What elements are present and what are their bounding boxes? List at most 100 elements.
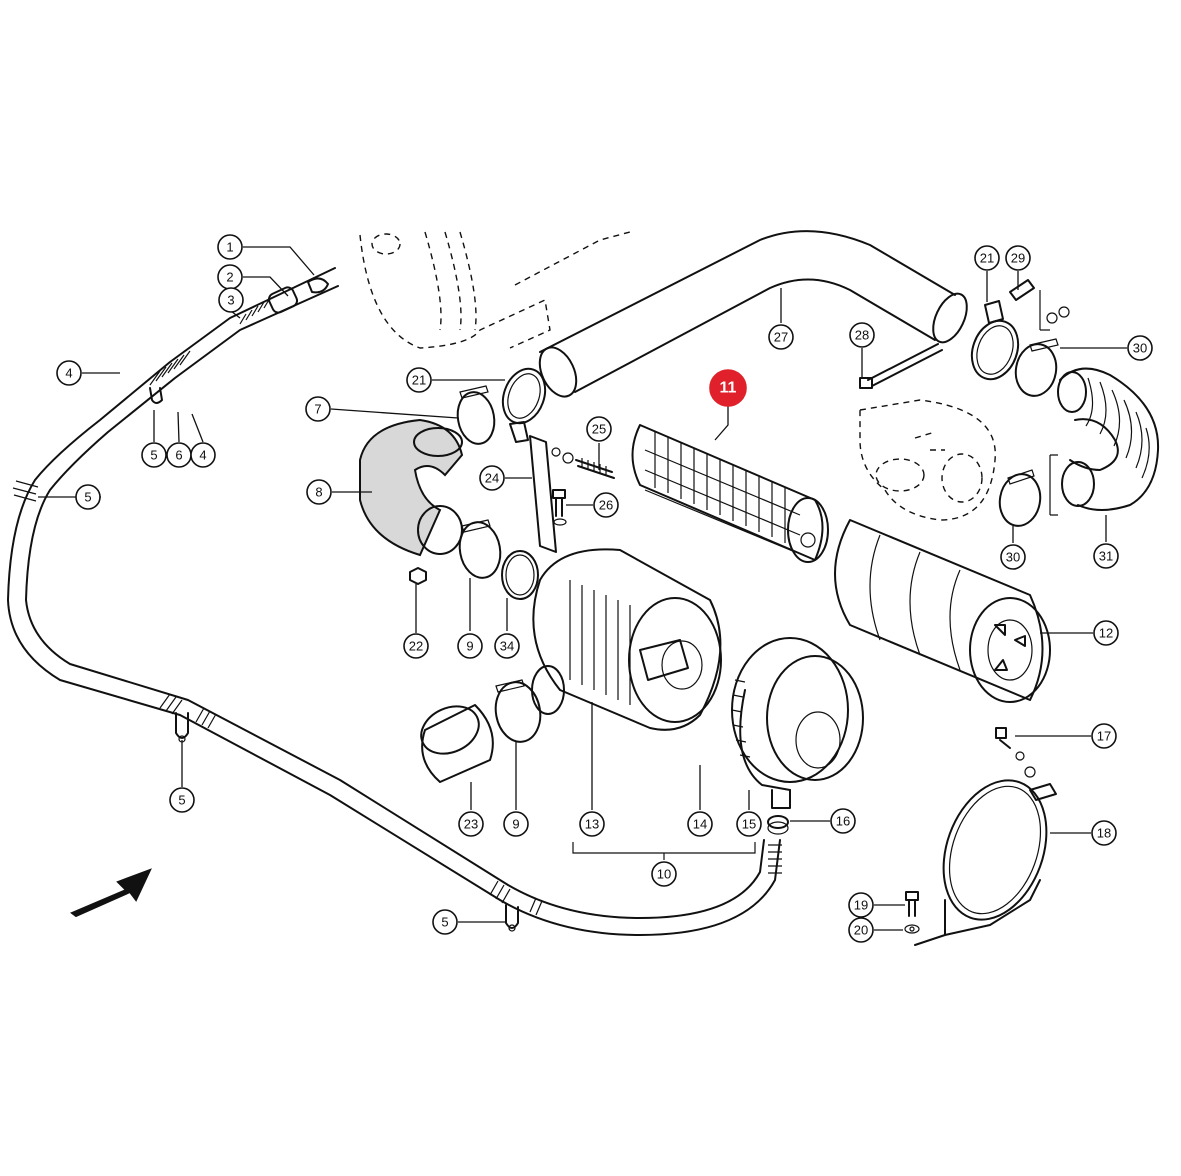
callout-label: 7 [314, 402, 321, 417]
callout-label: 16 [836, 814, 850, 829]
callout-label: 19 [854, 898, 868, 913]
clamp-9-lower [494, 665, 565, 743]
callout-circle [1005, 245, 1031, 271]
callout-circle [974, 245, 1000, 271]
inlet-pipe [359, 230, 968, 398]
callout-label: 21 [412, 373, 426, 388]
callout-circle [217, 234, 243, 260]
bolt-28 [859, 343, 943, 389]
callout-label: 25 [592, 422, 606, 437]
callout-circle [1127, 335, 1153, 361]
callout-21: 21 [974, 245, 1000, 271]
callout-circle [306, 479, 332, 505]
callout-circle [403, 633, 429, 659]
callout-34: 34 [494, 633, 520, 659]
callout-circle [169, 787, 195, 813]
callout-4: 4 [56, 360, 82, 386]
elbow-hose-8 [359, 418, 464, 557]
callout-circle [1093, 543, 1119, 569]
clamp-9-upper [458, 519, 502, 579]
callout-label: 13 [585, 817, 599, 832]
callout-5: 5 [169, 787, 195, 813]
callout-label: 17 [1097, 729, 1111, 744]
callout-13: 13 [579, 811, 605, 837]
callout-31: 31 [1093, 543, 1119, 569]
callout-circle [687, 811, 713, 837]
callout-label: 34 [500, 639, 514, 654]
callout-2: 2 [217, 264, 243, 290]
callout-26: 26 [593, 492, 619, 518]
callout-8: 8 [306, 479, 332, 505]
callout-5: 5 [75, 484, 101, 510]
ring-34 [501, 550, 539, 600]
callout-22: 22 [403, 633, 429, 659]
callout-label: 10 [657, 867, 671, 882]
callout-label: 9 [466, 639, 473, 654]
callout-circle [579, 811, 605, 837]
callout-label: 3 [227, 293, 234, 308]
callout-circle [479, 465, 505, 491]
callout-label: 12 [1099, 626, 1113, 641]
callout-circle [1091, 820, 1117, 846]
callout-label: 5 [178, 793, 185, 808]
valve-16 [767, 815, 789, 835]
hose-clamps-30 [998, 338, 1059, 527]
callout-30: 30 [1000, 544, 1026, 570]
callout-circle [651, 861, 677, 887]
cartridge-12 [834, 519, 1051, 703]
callout-label: 30 [1133, 341, 1147, 356]
callout-circle [593, 492, 619, 518]
callout-9: 9 [457, 633, 483, 659]
callout-label: 18 [1097, 826, 1111, 841]
group-bracket-10 [572, 842, 756, 860]
clamp-21-left [501, 367, 547, 443]
callout-17: 17 [1091, 723, 1117, 749]
housing-13 [532, 548, 722, 731]
callout-circle [457, 633, 483, 659]
engine-dashed-outline [859, 399, 996, 521]
callout-circle [56, 360, 82, 386]
callout-4: 4 [190, 442, 216, 468]
direction-arrow-icon [70, 868, 152, 918]
callout-5: 5 [432, 909, 458, 935]
callout-label: 6 [175, 448, 182, 463]
cover-14 [731, 637, 864, 809]
callout-label: 22 [409, 639, 423, 654]
callout-circle [190, 442, 216, 468]
callout-label: 8 [315, 485, 322, 500]
callout-label: 20 [854, 923, 868, 938]
elbow-hose-31 [1049, 367, 1160, 516]
callout-28: 28 [849, 322, 875, 348]
leader-lines [38, 246, 1127, 931]
callout-label: 9 [512, 817, 519, 832]
callout-7: 7 [305, 396, 331, 422]
callout-11: 11 [709, 369, 747, 407]
callout-30: 30 [1127, 335, 1153, 361]
callout-29: 29 [1005, 245, 1031, 271]
callout-24: 24 [479, 465, 505, 491]
callout-21: 21 [406, 367, 432, 393]
bracket-24 [529, 435, 615, 553]
callout-label: 14 [693, 817, 707, 832]
callout-25: 25 [586, 416, 612, 442]
callout-23: 23 [458, 811, 484, 837]
callout-label: 4 [199, 448, 206, 463]
callout-15: 15 [736, 811, 762, 837]
sleeve-23 [420, 704, 494, 783]
callout-circle [458, 811, 484, 837]
callout-19: 19 [848, 892, 874, 918]
callout-circle [1000, 544, 1026, 570]
callout-12: 12 [1093, 620, 1119, 646]
clamp-21-right [970, 279, 1070, 381]
callout-circle [848, 917, 874, 943]
callout-label: 15 [742, 817, 756, 832]
callout-circle [830, 808, 856, 834]
callout-label: 21 [980, 251, 994, 266]
callout-label: 23 [464, 817, 478, 832]
callout-6: 6 [166, 442, 192, 468]
callout-circle [709, 369, 747, 407]
callout-circle [494, 633, 520, 659]
callout-circle [503, 811, 529, 837]
